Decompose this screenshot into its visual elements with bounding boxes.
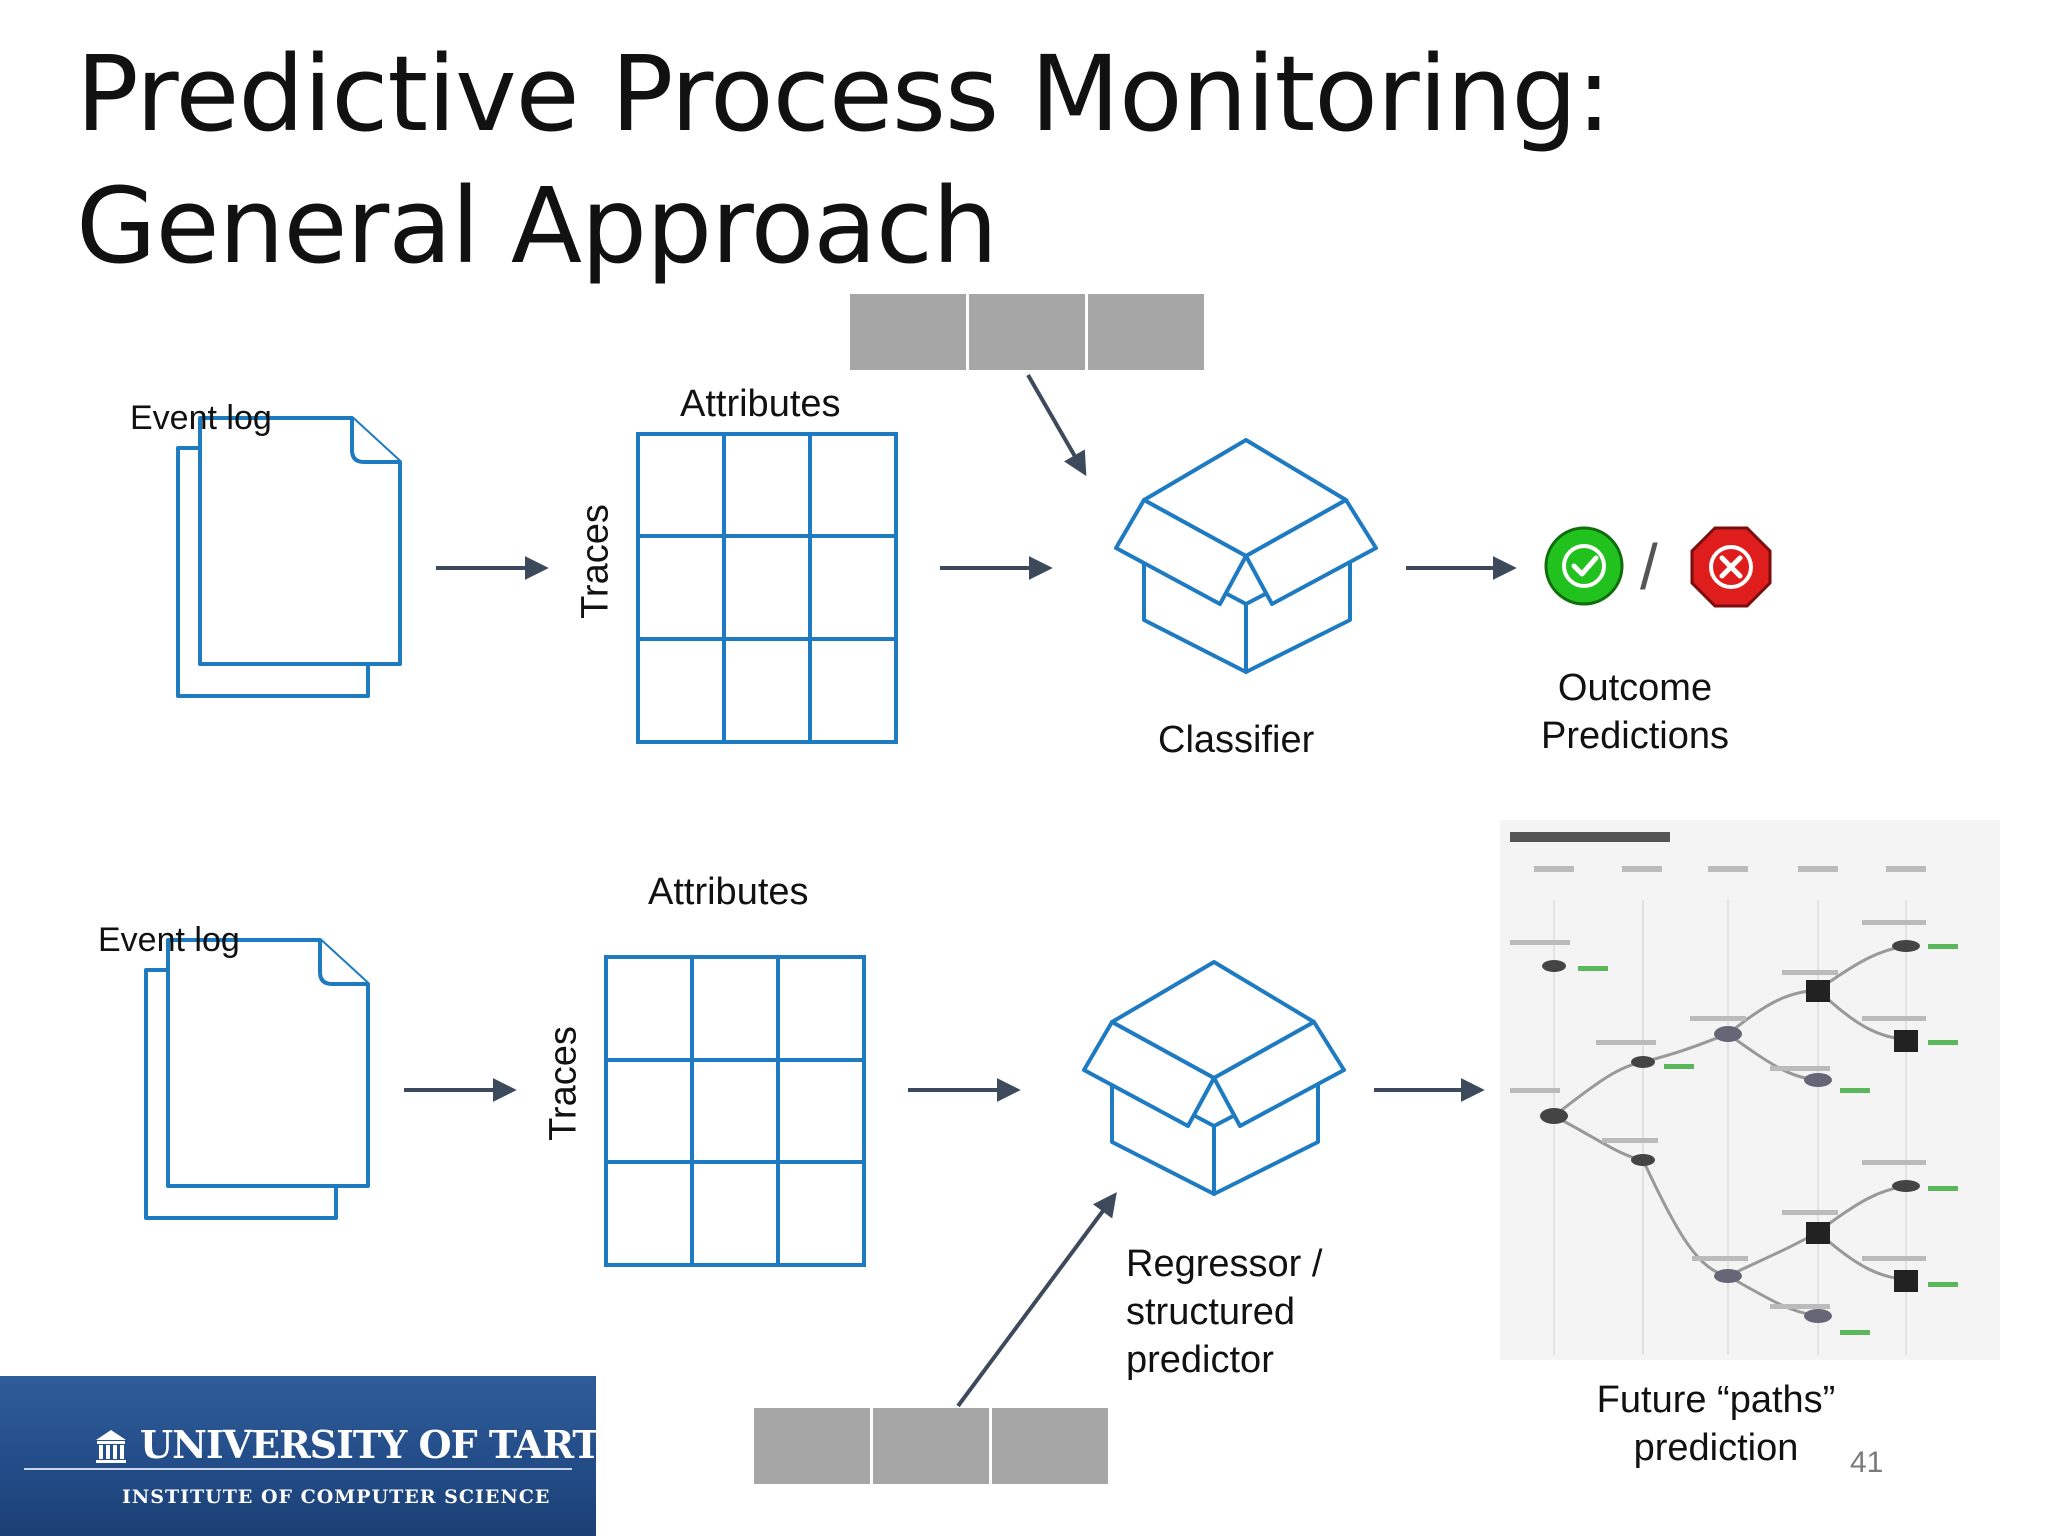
arrow-blocks-to-regressor: [956, 1192, 1117, 1408]
outcome-label-line2: Predictions: [1541, 715, 1729, 757]
attributes-label-top: Attributes: [680, 383, 841, 425]
outcome-predictions-label: Outcome Predictions: [1500, 664, 1770, 760]
traces-label-bottom: Traces: [542, 1026, 585, 1141]
future-paths-line1: Future “paths”: [1596, 1379, 1836, 1421]
future-paths-tree-image: [1500, 820, 2000, 1360]
prefix-feature-blocks-top: [850, 294, 1204, 370]
logo-divider: [24, 1468, 572, 1470]
prefix-feature-blocks-bottom: [754, 1408, 1108, 1484]
future-paths-label: Future “paths” prediction: [1566, 1376, 1866, 1472]
slide-title: Predictive Process Monitoring: General A…: [76, 28, 1611, 292]
outcome-separator: /: [1640, 531, 1658, 603]
event-log-document-icon: [176, 416, 402, 698]
check-icon: [1544, 526, 1624, 606]
arrow-blocks-to-classifier: [1026, 374, 1087, 477]
regressor-box-icon: [1082, 960, 1346, 1196]
trace-attribute-matrix: [636, 432, 898, 744]
regressor-label-line2: structured: [1126, 1291, 1295, 1333]
event-log-document-icon: [144, 938, 370, 1220]
outcome-label-line1: Outcome: [1557, 667, 1713, 709]
regressor-label: Regressor / structured predictor: [1126, 1240, 1322, 1384]
university-logo: UNIVERSITY OF TARTU INSTITUTE OF COMPUTE…: [0, 1376, 633, 1536]
regressor-label-line3: predictor: [1126, 1339, 1274, 1381]
cross-stop-icon: [1690, 526, 1772, 608]
traces-label-top: Traces: [574, 504, 617, 619]
future-paths-line2: prediction: [1633, 1427, 1799, 1469]
logo-subtitle: INSTITUTE OF COMPUTER SCIENCE: [122, 1486, 551, 1508]
trace-attribute-matrix: [604, 955, 866, 1267]
logo-university-name: UNIVERSITY OF TARTU: [140, 1422, 633, 1467]
attributes-label-bottom: Attributes: [648, 871, 809, 913]
classifier-box-icon: [1114, 438, 1378, 674]
page-number: 41: [1850, 1446, 1884, 1479]
regressor-label-line1: Regressor /: [1126, 1243, 1323, 1285]
title-line-1: Predictive Process Monitoring:: [76, 33, 1611, 155]
event-log-label-top: Event log: [130, 399, 272, 437]
title-line-2: General Approach: [76, 165, 998, 287]
university-building-icon: [96, 1430, 126, 1463]
event-log-label-bottom: Event log: [98, 921, 240, 959]
classifier-label: Classifier: [1158, 719, 1315, 761]
